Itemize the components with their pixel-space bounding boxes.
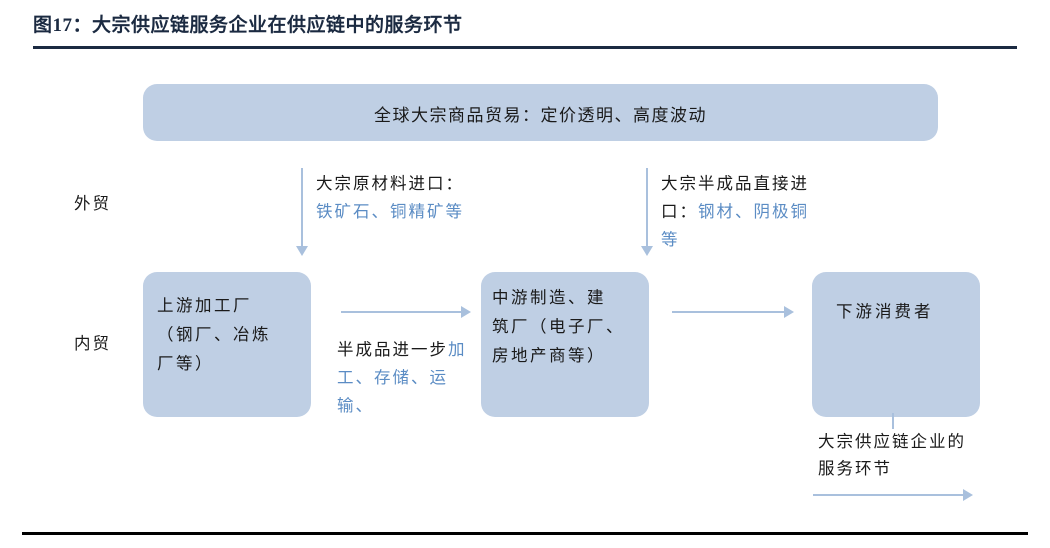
annotation-import-semi-finished: 大宗半成品直接进口：钢材、阴极铜等 — [661, 170, 821, 254]
footer-divider — [22, 532, 1028, 535]
arrow-shaft — [672, 311, 785, 313]
arrow-head — [296, 246, 308, 256]
row-label-foreign-trade: 外贸 — [74, 194, 111, 213]
arrow-shaft — [646, 168, 648, 247]
node-midstream-manufacturer — [481, 272, 649, 417]
service-scope-connector — [892, 413, 894, 429]
node-downstream-consumer-label: 下游消费者 — [836, 302, 934, 321]
row-label-domestic-trade: 内贸 — [74, 334, 111, 353]
annotation-highlight-text: 加工、存储、运输、 — [337, 340, 467, 415]
annotation-plain-text: 大宗原材料进口： — [316, 174, 464, 193]
down-arrow-icon — [296, 168, 308, 256]
arrow-head — [461, 306, 471, 318]
down-arrow-icon — [641, 168, 653, 256]
node-downstream-consumer — [812, 272, 980, 417]
title-divider — [33, 46, 1017, 49]
right-arrow-icon — [813, 489, 973, 501]
annotation-plain-text: 大宗半成品直接进口： — [661, 174, 809, 221]
right-arrow-icon — [672, 306, 794, 318]
annotation-service-scope: 大宗供应链企业的服务环节 — [818, 432, 966, 478]
arrow-shaft — [341, 311, 462, 313]
arrow-head — [963, 489, 973, 501]
arrow-shaft — [813, 494, 964, 496]
annotation-highlight-text: 铁矿石、铜精矿等 — [316, 202, 464, 221]
right-arrow-icon — [341, 306, 471, 318]
global-commodity-banner — [143, 84, 938, 141]
node-midstream-manufacturer-label: 中游制造、建 筑厂（电子厂、 房地产商等） — [492, 288, 625, 365]
annotation-highlight-text: 钢材、阴极铜等 — [661, 202, 809, 249]
node-upstream-factory-label: 上游加工厂 （钢厂、冶炼 厂等） — [157, 296, 271, 373]
arrow-shaft — [301, 168, 303, 247]
banner-label: 全球大宗商品贸易：定价透明、高度波动 — [374, 106, 707, 125]
annotation-further-processing: 半成品进一步加工、存储、运输、 — [337, 336, 477, 420]
annotation-plain-text: 半成品进一步 — [337, 340, 448, 359]
annotation-import-raw-materials: 大宗原材料进口： 铁矿石、铜精矿等 — [316, 170, 476, 226]
page-title: 图17：大宗供应链服务企业在供应链中的服务环节 — [33, 15, 463, 36]
node-upstream-factory — [143, 272, 311, 417]
arrow-head — [784, 306, 794, 318]
arrow-head — [641, 246, 653, 256]
